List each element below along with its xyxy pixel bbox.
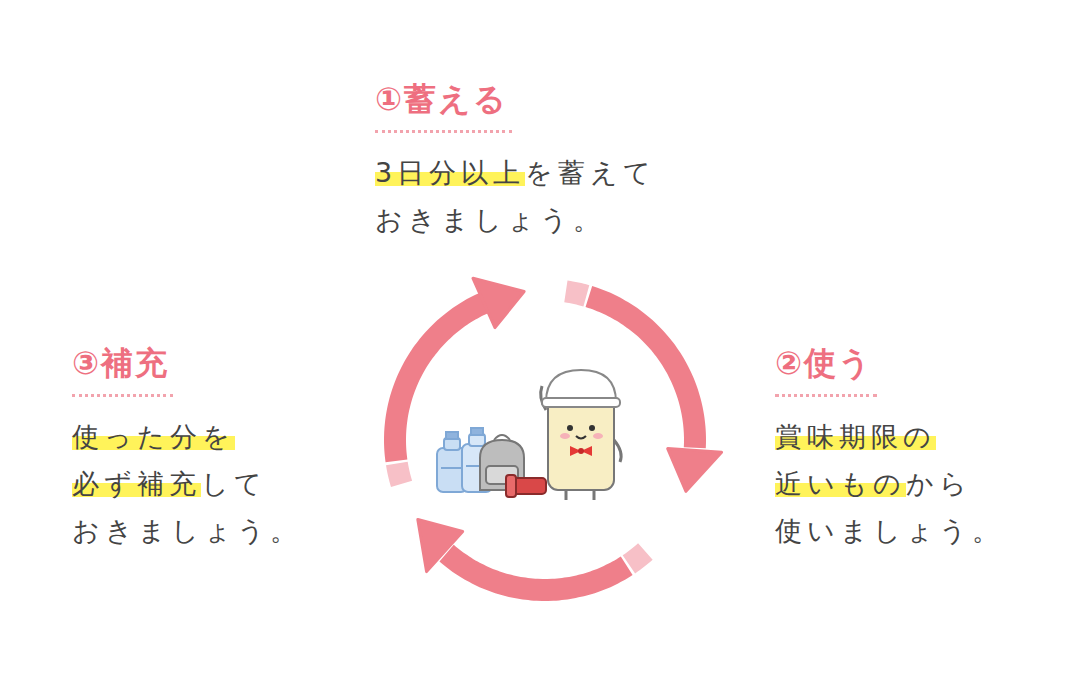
arrow-tail-stripe: [629, 551, 645, 564]
step-heading: ②使う: [775, 342, 877, 397]
arrow-body: [589, 297, 695, 448]
mascot-character: [541, 370, 621, 500]
cycle-step: ①蓄える 3日分以上を蓄えて おきましょう。: [375, 78, 661, 243]
arrow-tail-stripe: [566, 291, 586, 295]
cycle-arrow: [418, 519, 627, 590]
step-heading: ①蓄える: [375, 78, 512, 133]
flashlight: [506, 475, 546, 497]
arrow-tail-stripe: [397, 463, 402, 483]
arrow-head: [473, 278, 524, 327]
cycle-arrow: [589, 297, 722, 492]
step-description: 使った分を 必ず補充して おきましょう。: [72, 413, 306, 554]
arrow-body: [395, 303, 484, 461]
arrow-head: [668, 449, 722, 492]
step-description: 賞味期限の 近いものから 使いましょう。: [775, 413, 1008, 554]
cycle-arrow: [395, 278, 524, 461]
step-description: 3日分以上を蓄えて おきましょう。: [375, 149, 661, 243]
arrow-head: [418, 519, 463, 571]
cycle-step: ②使う賞味期限の 近いものから 使いましょう。: [775, 342, 1008, 554]
cycle-step: ③補充使った分を 必ず補充して おきましょう。: [72, 342, 306, 554]
arrow-body: [447, 553, 627, 590]
step-heading: ③補充: [72, 342, 173, 397]
